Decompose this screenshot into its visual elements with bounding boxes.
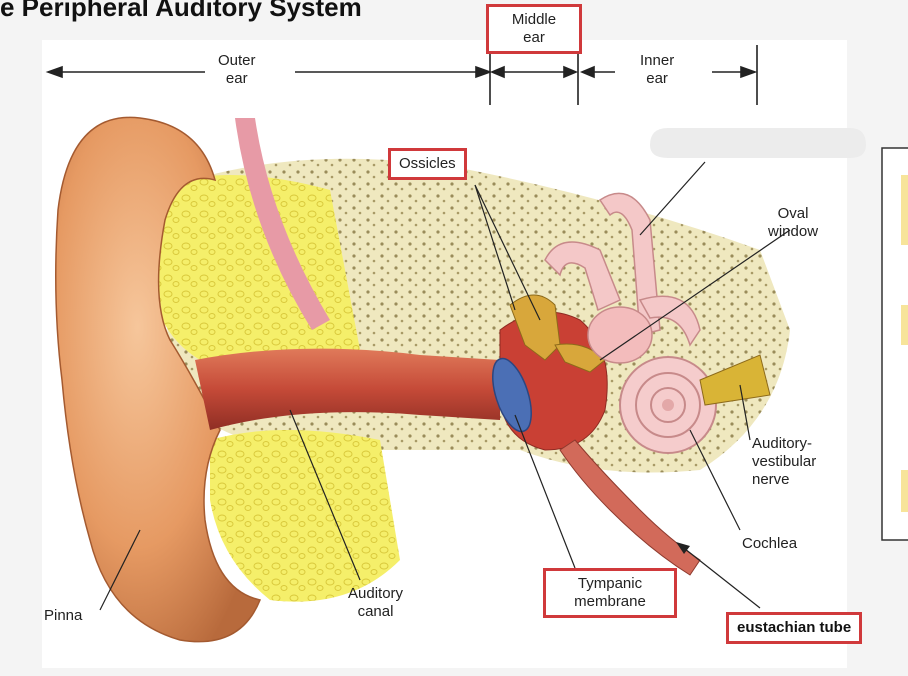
diagram-title: e Peripheral Auditory System [0, 0, 362, 22]
arrowhead [676, 542, 690, 554]
cochlea-turn [635, 372, 701, 438]
side-highlight [901, 470, 908, 512]
cochlea-label: Cochlea [742, 535, 798, 552]
side-highlight [901, 305, 908, 345]
side-highlight [901, 175, 908, 245]
muscle-strip [235, 118, 330, 330]
nerve-shape [699, 354, 771, 406]
ossicles-label: Ossicles [388, 148, 467, 180]
cochlea-turn [650, 387, 686, 423]
pinna-shape [55, 116, 262, 643]
vestibule [587, 306, 653, 364]
semicircular-canal [638, 295, 701, 347]
semicircular-canal [544, 241, 621, 312]
auditory-canal-shape [195, 348, 500, 430]
cochlea-center [662, 399, 674, 411]
grey-strip [650, 128, 866, 158]
region-arrows [45, 45, 758, 105]
tympanic-membrane-shape [492, 357, 532, 433]
eustachian-tube-shape [559, 439, 701, 576]
lower-tissue [210, 430, 400, 602]
pinna-label: Pinna [44, 607, 83, 624]
leader-lines [99, 161, 791, 611]
stapes-shape [554, 343, 606, 373]
eustachian-tube-label: eustachian tube [726, 612, 863, 644]
ossicles-shape [509, 294, 561, 361]
